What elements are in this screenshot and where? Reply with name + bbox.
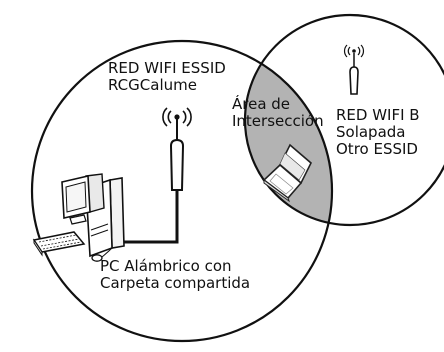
pc-label: PC Alámbrico con Carpeta compartida	[100, 258, 250, 292]
intersection-label-line2: Intersección	[232, 112, 324, 130]
small-antenna-icon	[343, 44, 365, 95]
network-b-label-line3: Otro ESSID	[336, 140, 418, 158]
network-b-label-line2: Solapada	[336, 123, 406, 141]
mouse-cable	[101, 247, 113, 258]
network-a-circle	[30, 39, 334, 343]
network-b-label: RED WIFI B Solapada Otro ESSID	[336, 107, 420, 158]
intersection-label: Área de Intersección	[232, 96, 324, 130]
network-a-label: RED WIFI ESSID RCGCalume	[108, 60, 226, 94]
network-a-label-line2: RCGCalume	[108, 76, 197, 94]
desktop-pc-icon	[61, 173, 125, 258]
pc-label-line2: Carpeta compartida	[100, 274, 251, 292]
network-b-label-line1: RED WIFI B	[336, 106, 420, 124]
mouse-icon	[91, 254, 103, 262]
ethernet-cable	[112, 190, 179, 244]
pc-label-line1: PC Alámbrico con	[100, 257, 232, 275]
keyboard-icon	[32, 231, 86, 257]
intersection-label-line1: Área de	[232, 95, 291, 113]
laptop-icon	[262, 143, 312, 203]
router-antenna-icon	[162, 107, 192, 191]
network-a-label-line1: RED WIFI ESSID	[108, 59, 226, 77]
network-b-circle	[243, 13, 444, 227]
